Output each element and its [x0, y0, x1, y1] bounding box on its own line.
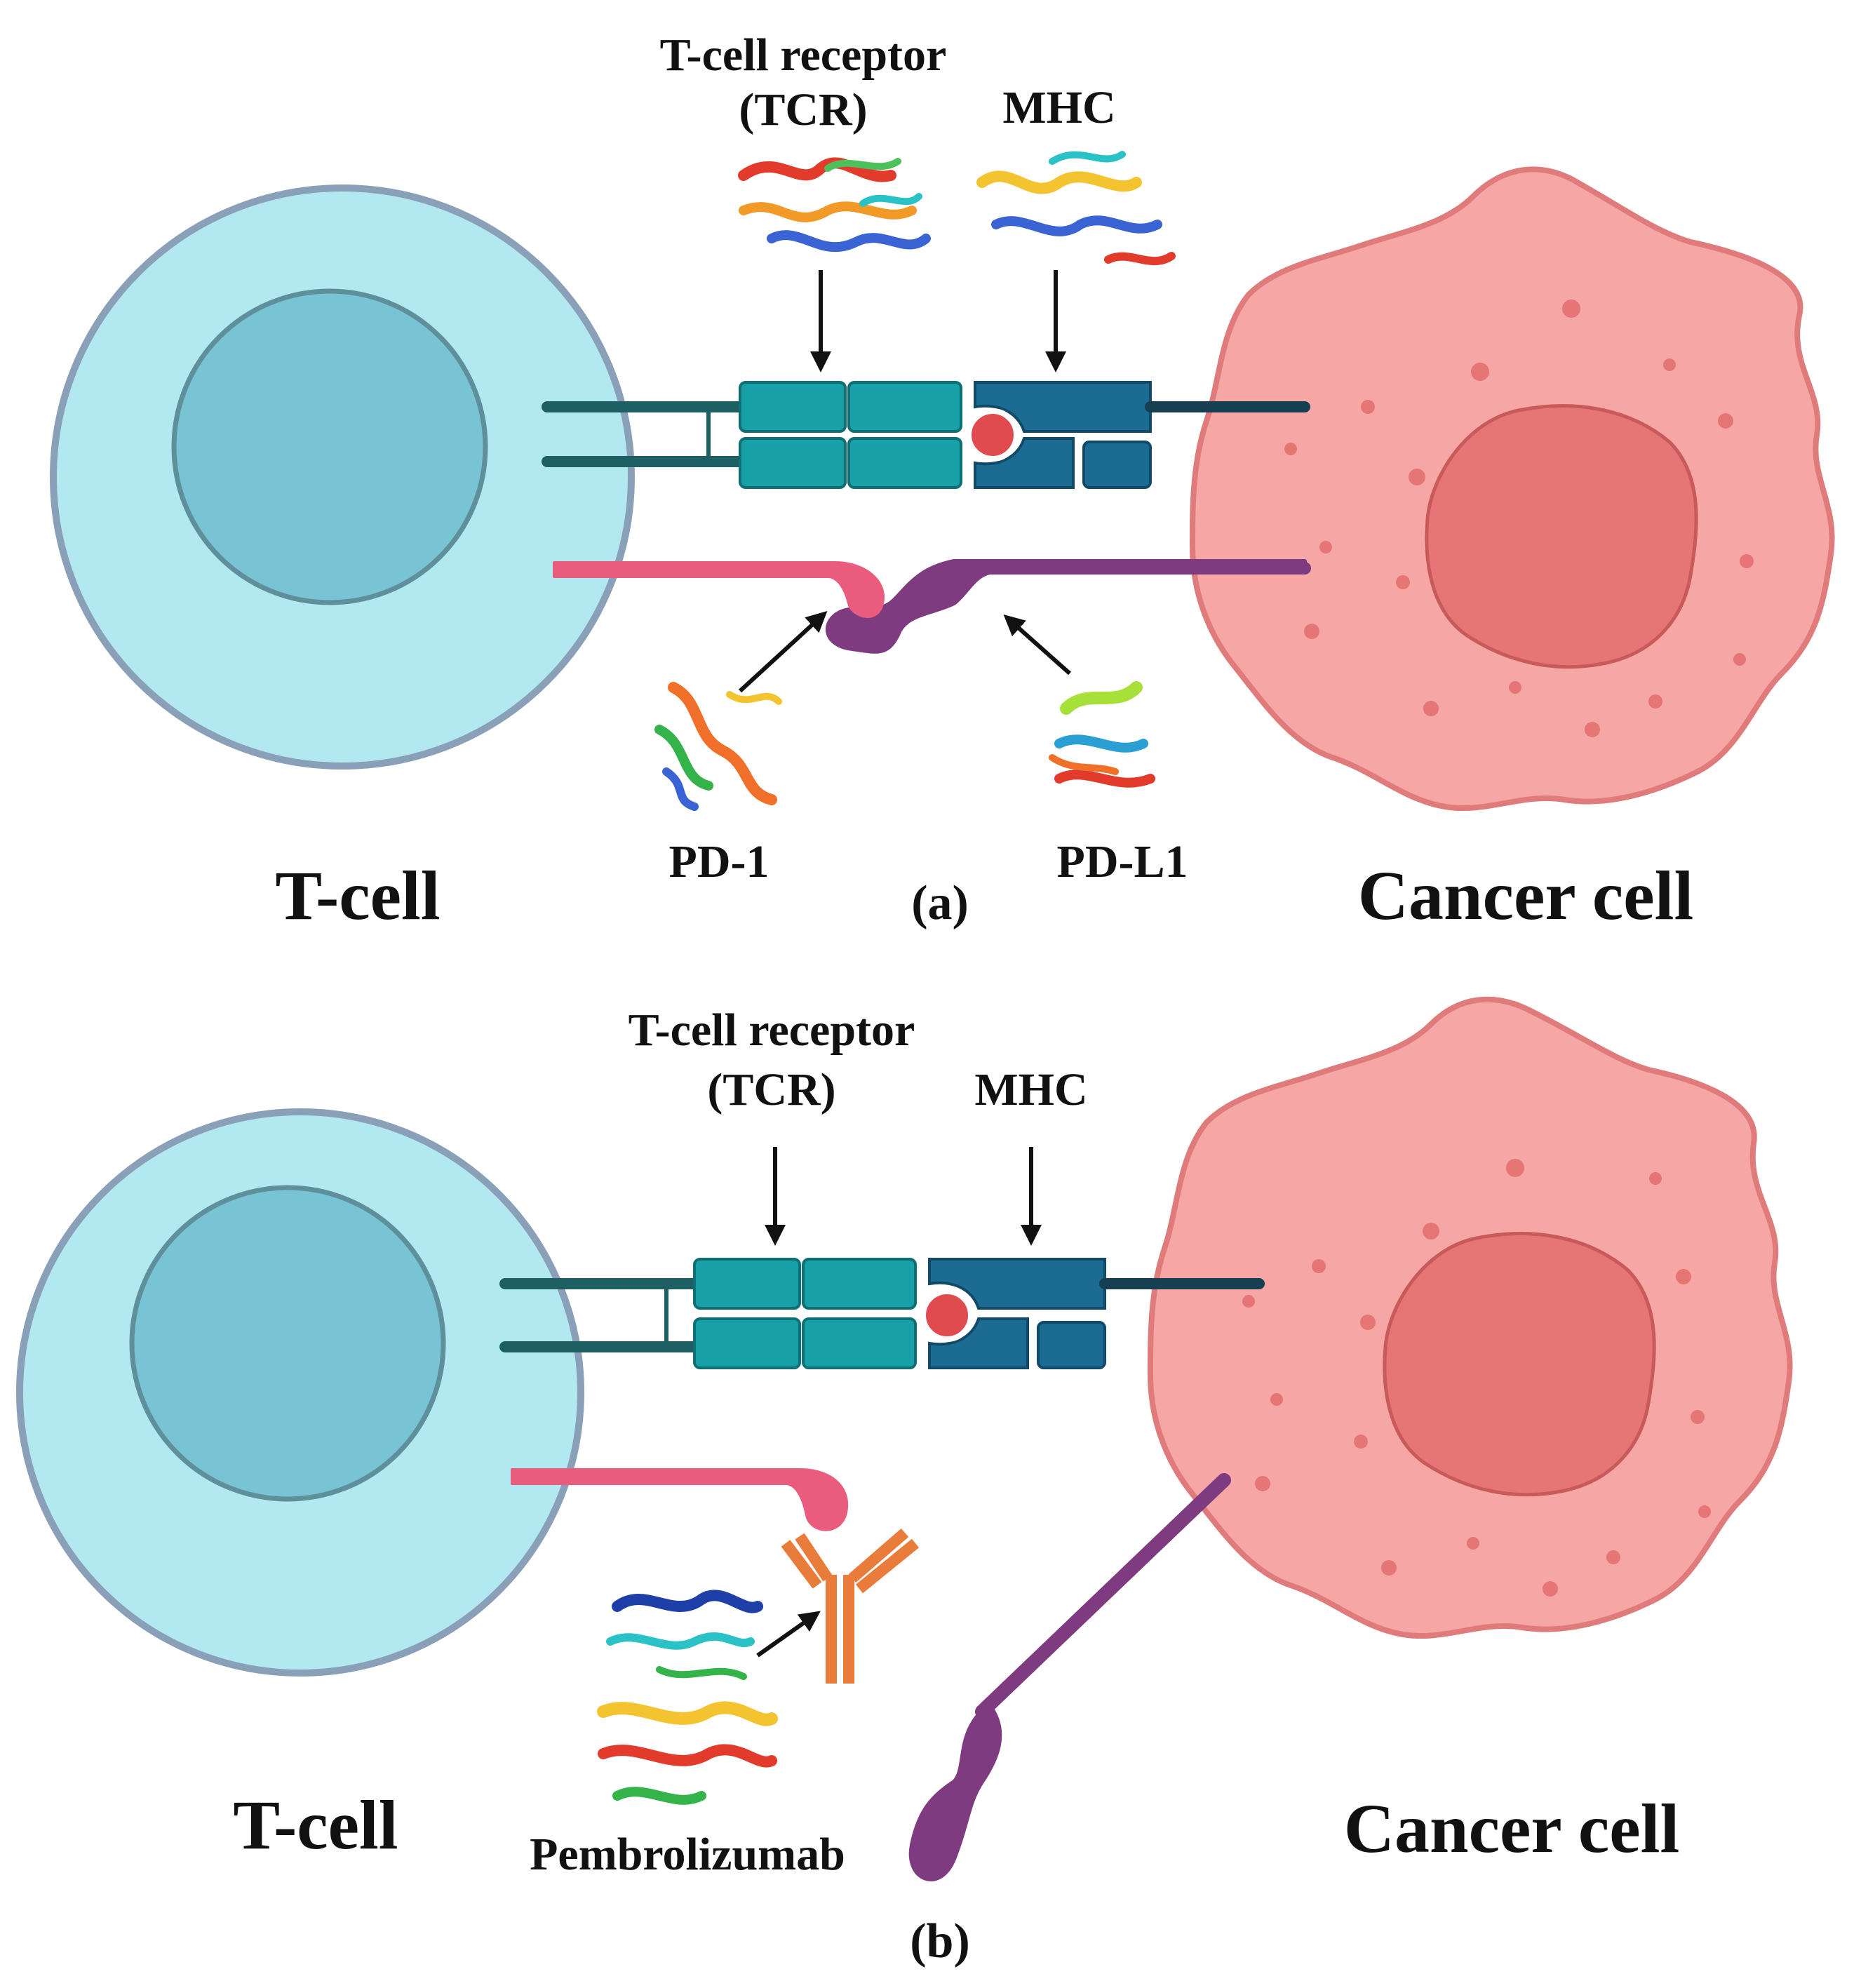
panel-b-t-cell-label: T-cell	[233, 1786, 398, 1864]
panel-a-tcr-label-line2: (TCR)	[739, 84, 867, 135]
panel-b-tcr-mhc-complex	[499, 1258, 1265, 1369]
panel-a-pdl1-label: PD-L1	[1057, 836, 1188, 887]
panel-a-mhc-structure	[976, 151, 1176, 266]
panel-a-cancer-cell-nucleus	[1425, 404, 1698, 669]
panel-a-antigen-peptide	[966, 408, 1019, 462]
panel-a-pdl1-structure	[1049, 681, 1155, 788]
panel-a-tcr	[739, 381, 962, 489]
panel-a-t-cell	[50, 184, 635, 770]
panel-b-antibody	[781, 1528, 920, 1684]
panel-b: T-cell receptor (TCR) MHC T-cell Cancer …	[16, 996, 1793, 1968]
panel-b-cancer-cell-nucleus	[1383, 1232, 1656, 1497]
panel-b-cancer-cell-label: Cancer cell	[1344, 1789, 1680, 1867]
panel-a-t-cell-nucleus	[171, 288, 488, 605]
panel-b-t-cell-nucleus	[129, 1185, 446, 1502]
panel-a-cancer-vesicles	[1284, 300, 1754, 737]
panel-a-pd1	[553, 561, 885, 618]
panel-a-mhc-label: MHC	[1002, 82, 1115, 133]
panel-b-cancer-cell	[1147, 996, 1793, 1639]
panel-b-mhc-label: MHC	[974, 1064, 1087, 1115]
panel-b-tcr-label-line1: T-cell receptor	[629, 1005, 915, 1056]
panel-a: T-cell receptor (TCR) MHC PD-1 PD-L1 T-c…	[50, 29, 1835, 934]
panel-a-mhc	[974, 381, 1152, 489]
panel-b-tcr	[693, 1258, 917, 1369]
panel-b-antigen-peptide	[920, 1289, 974, 1342]
panel-b-caption: (b)	[910, 1914, 970, 1968]
panel-a-tcr-mhc-complex	[542, 381, 1310, 489]
panel-a-pd1-pdl1-binding	[553, 559, 1311, 654]
panel-b-cancer-vesicles	[1242, 1159, 1711, 1597]
panel-b-mhc	[928, 1258, 1106, 1369]
panel-b-pembrolizumab-structure	[597, 1590, 778, 1805]
panel-a-tcr-structure	[738, 157, 931, 253]
panel-b-t-cell	[16, 1108, 584, 1677]
panel-a-cancer-cell-label: Cancer cell	[1358, 857, 1694, 934]
panel-a-pdl1-arrow	[1003, 614, 1071, 676]
panel-b-drug-label: Pembrolizumab	[530, 1829, 845, 1880]
panel-b-pd1	[511, 1468, 849, 1531]
panel-b-tcr-label-line2: (TCR)	[707, 1064, 835, 1115]
panel-a-caption: (a)	[911, 876, 969, 930]
panel-a-pd1-label: PD-1	[669, 836, 770, 887]
panel-a-pd1-arrow	[738, 610, 828, 693]
panel-a-tcr-label-line1: T-cell receptor	[660, 29, 947, 81]
panel-b-antibody-arrow	[756, 1611, 821, 1658]
panel-b-pdl1	[908, 1473, 1231, 1881]
panel-a-pdl1	[826, 559, 1307, 654]
panel-a-cancer-cell	[1189, 166, 1835, 812]
panel-a-pd1-structure	[654, 682, 782, 811]
panel-a-t-cell-label: T-cell	[275, 857, 440, 934]
